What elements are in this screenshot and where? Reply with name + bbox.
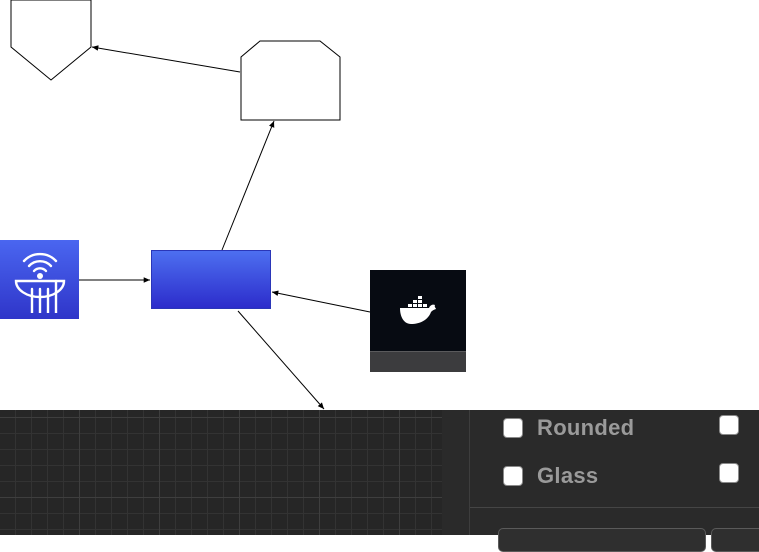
- option-row-right-1[interactable]: [719, 415, 739, 435]
- right-column-checkbox-2[interactable]: [719, 463, 739, 483]
- satellite-icon-tile[interactable]: [0, 240, 79, 319]
- option-row-rounded[interactable]: Rounded: [503, 415, 634, 441]
- rounded-checkbox[interactable]: [503, 418, 523, 438]
- panel-button-left[interactable]: [498, 528, 706, 552]
- satellite-dish-icon: [14, 252, 65, 313]
- connector-docker-to-rect[interactable]: [271, 290, 371, 313]
- connector-rect-to-bottom[interactable]: [237, 310, 325, 410]
- rounded-label: Rounded: [537, 415, 635, 440]
- pentagon-shape[interactable]: [10, 0, 92, 81]
- docker-whale-icon: [400, 295, 436, 324]
- editor-bottom-area: Rounded Glass: [0, 410, 759, 552]
- glass-label: Glass: [537, 463, 599, 488]
- glass-checkbox[interactable]: [503, 466, 523, 486]
- right-column-checkbox-1[interactable]: [719, 415, 739, 435]
- grid-canvas-preview[interactable]: [0, 410, 442, 535]
- panel-button-right[interactable]: [711, 528, 759, 552]
- blue-rectangle-shape[interactable]: [151, 250, 271, 309]
- connector-octagon-to-pentagon[interactable]: [91, 45, 241, 73]
- option-row-glass[interactable]: Glass: [503, 463, 598, 489]
- diagram-canvas[interactable]: [0, 0, 759, 410]
- panel-divider: [470, 507, 759, 508]
- octagon-shape[interactable]: [240, 40, 342, 122]
- panel-gap: [442, 410, 469, 535]
- format-panel: Rounded Glass: [469, 410, 759, 552]
- docker-tile-body: [370, 270, 466, 351]
- docker-icon-tile[interactable]: [370, 270, 466, 372]
- docker-tile-label-bar: [370, 351, 466, 372]
- connector-rect-to-octagon[interactable]: [221, 120, 275, 251]
- option-row-right-2[interactable]: [719, 463, 739, 483]
